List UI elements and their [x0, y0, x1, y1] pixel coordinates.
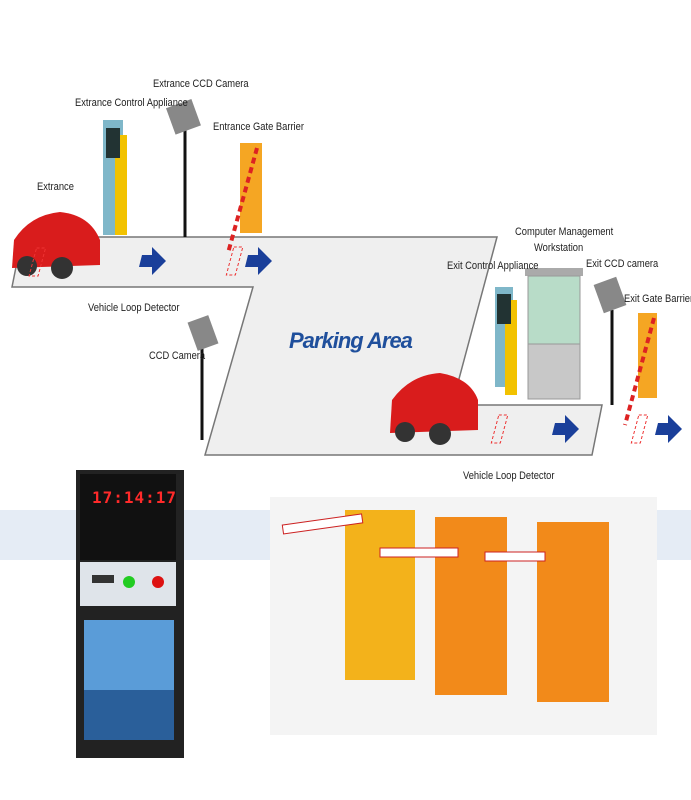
exit-camera-label: Exit CCD camera [586, 258, 659, 270]
loop-detector-label-bottom: Vehicle Loop Detector [463, 470, 555, 482]
arrow-icon [139, 247, 166, 275]
kiosk-clock: 17:14:17 [92, 488, 178, 507]
loop-detector [225, 246, 244, 276]
workstation-label-2: Workstation [534, 242, 584, 254]
parking-area-title: Parking Area [289, 328, 413, 353]
ccd-camera-label: CCD Camera [149, 350, 206, 362]
exit-car [390, 373, 478, 445]
exit-gate-barrier [623, 313, 657, 426]
entrance-control-label: Extrance Control Appliance [75, 97, 188, 109]
loop-detector-label: Vehicle Loop Detector [88, 302, 180, 314]
exit-ccd-camera [593, 276, 627, 405]
workstation-label: Computer Management [515, 226, 614, 238]
loop-detector [28, 247, 47, 277]
entrance-car [12, 212, 100, 279]
arrow-icon [245, 247, 272, 275]
loop-detector [630, 414, 649, 444]
parking-kiosk-photo [76, 470, 184, 758]
computer-management-workstation [525, 268, 583, 400]
entrance-label: Extrance [37, 181, 74, 193]
entrance-control-appliance [103, 120, 127, 235]
exit-control-appliance [495, 287, 517, 395]
barrier-gates-photo [270, 497, 657, 735]
arrow-icon [552, 415, 579, 443]
entrance-barrier-label: Entrance Gate Barrier [213, 121, 304, 133]
entrance-ccd-camera [165, 99, 201, 237]
ccd-camera [187, 315, 219, 440]
road-area [11, 236, 603, 456]
loop-detector [490, 414, 509, 444]
entrance-camera-label: Extrance CCD Camera [153, 78, 249, 90]
exit-barrier-label: Exit Gate Barrier [624, 293, 691, 305]
arrow-icon [655, 415, 682, 443]
entrance-gate-barrier [226, 143, 262, 254]
exit-control-label: Exit Control Appliance [447, 260, 539, 272]
